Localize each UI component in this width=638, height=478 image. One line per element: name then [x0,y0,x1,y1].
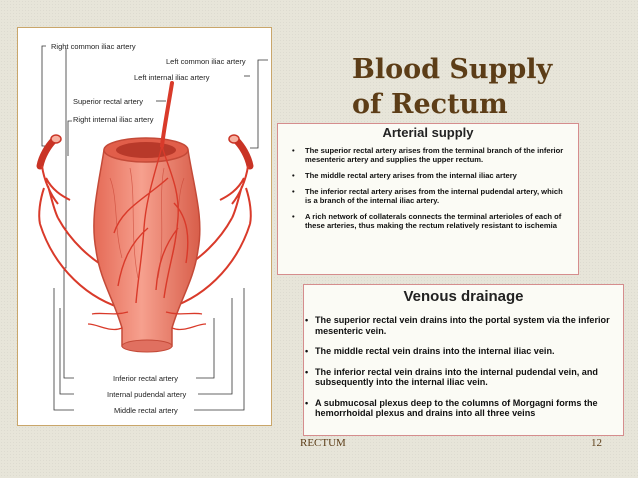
label-superior-rectal-artery: Superior rectal artery [73,97,144,106]
bullet-icon: • [292,212,295,221]
superior-rectal-artery-vessel [113,81,189,304]
page-number: 12 [591,437,602,449]
arterial-supply-box: Arterial supply • The superior rectal art… [277,123,579,275]
bullet-icon: • [292,146,295,155]
inferior-vessels [87,311,207,331]
list-item: • The middle rectal artery arises from th… [278,171,578,180]
rectum-diagram-panel: Right common iliac artery Left common il… [17,27,272,426]
list-item-text: A rich network of collaterals connects t… [305,212,562,230]
label-right-internal-iliac-artery: Right internal iliac artery [73,115,154,124]
label-internal-pudendal-artery: Internal pudendal artery [107,390,187,399]
bullet-icon: • [305,366,309,377]
bullet-icon: • [305,346,309,356]
slide-title: Blood Supply of Rectum [352,52,612,122]
list-item: • The inferior rectal artery arises from … [278,187,578,205]
arterial-supply-list: • The superior rectal artery arises from … [278,146,578,230]
list-item-text: A submucosal plexus deep to the columns … [315,397,598,419]
rectum-body [93,137,201,353]
title-line-2: of Rectum [352,89,508,120]
list-item: • The superior rectal vein drains into th… [304,315,623,336]
list-item-text: The inferior rectal artery arises from t… [305,187,563,205]
venous-drainage-box: Venous drainage • The superior rectal vei… [303,284,624,436]
list-item-text: The inferior rectal vein drains into the… [315,366,598,388]
venous-drainage-list: • The superior rectal vein drains into th… [304,315,623,419]
list-item: • The inferior rectal vein drains into th… [304,367,623,388]
arterial-supply-heading: Arterial supply [382,125,474,140]
list-item: • A rich network of collaterals connects … [278,212,578,230]
list-item: • A submucosal plexus deep to the columns… [304,398,623,419]
bullet-icon: • [305,315,309,325]
list-item: • The superior rectal artery arises from … [278,146,578,164]
label-right-common-iliac-artery: Right common iliac artery [51,42,136,51]
label-inferior-rectal-artery: Inferior rectal artery [113,374,179,383]
title-line-1: Blood Supply [352,54,553,85]
label-left-internal-iliac-artery: Left internal iliac artery [134,73,210,82]
bullet-icon: • [292,171,295,180]
label-middle-rectal-artery: Middle rectal artery [114,406,178,415]
footer-label: RECTUM [300,437,346,449]
rectum-blood-supply-illustration [36,45,268,411]
venous-drainage-heading: Venous drainage [403,288,524,305]
label-left-common-iliac-artery: Left common iliac artery [166,57,246,66]
list-item-text: The middle rectal artery arises from the… [305,171,517,180]
list-item-text: The middle rectal vein drains into the i… [315,346,555,356]
list-item-text: The superior rectal artery arises from t… [305,146,564,164]
bullet-icon: • [305,397,309,408]
list-item: • The middle rectal vein drains into the … [304,346,623,357]
bullet-icon: • [292,187,295,196]
list-item-text: The superior rectal vein drains into the… [315,315,610,336]
